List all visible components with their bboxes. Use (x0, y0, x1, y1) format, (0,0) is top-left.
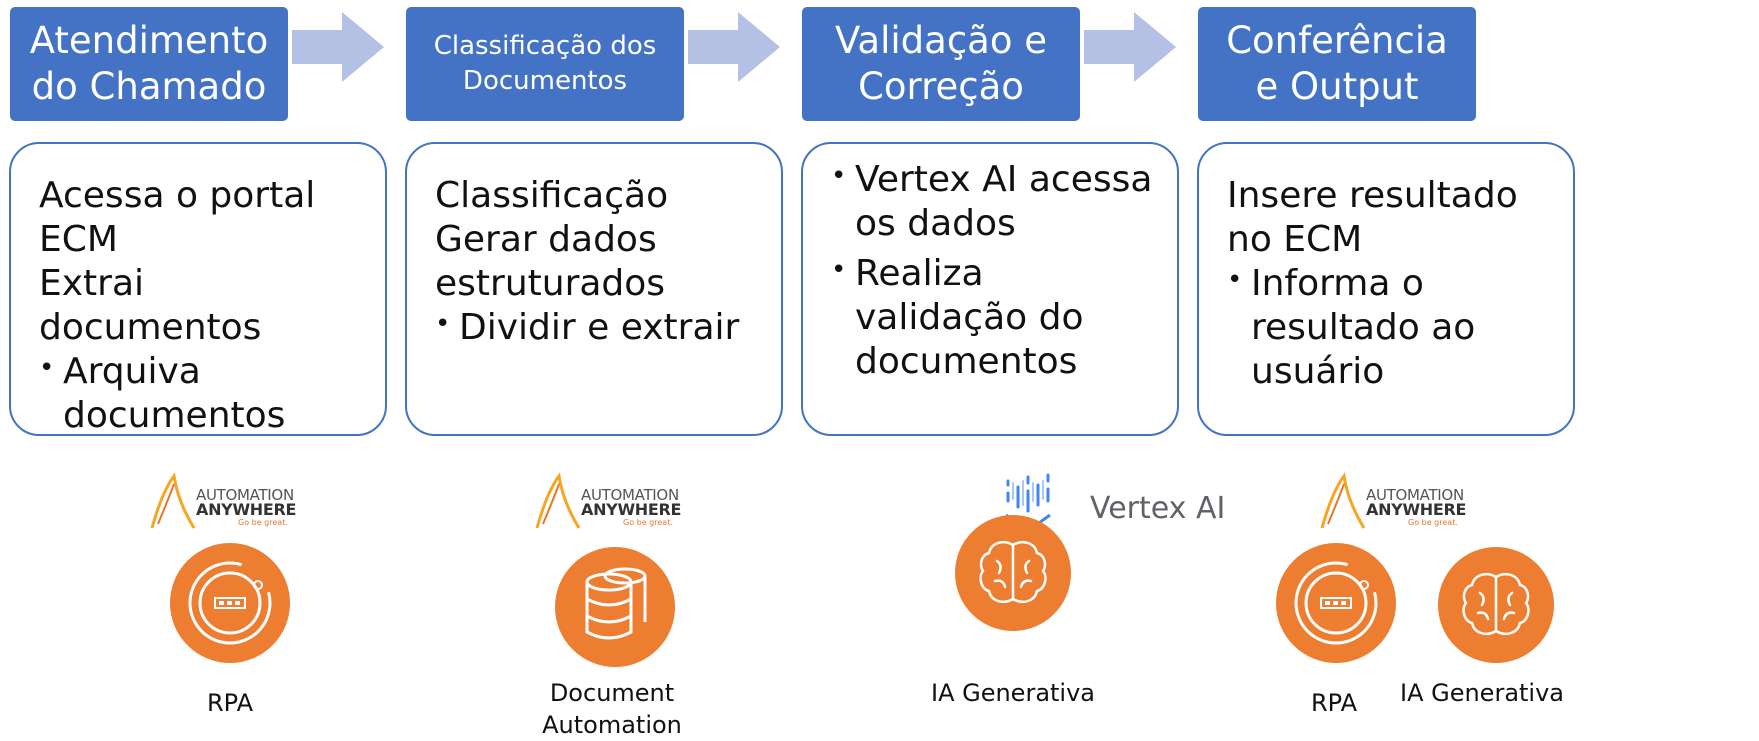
vertex-ai-name: Vertex AI (1090, 491, 1226, 526)
stage-2-header: Classificação dos Documentos (406, 7, 684, 121)
brain-icon (955, 515, 1071, 631)
stage-2-content: Classificação Gerar dados estruturados D… (405, 142, 783, 436)
stage-3-header: Validação e Correção (802, 7, 1080, 121)
database-icon (555, 547, 675, 667)
logo-text: ANYWHERE (196, 500, 297, 519)
logo-tagline: Go be great. (623, 518, 673, 527)
logo-text: ANYWHERE (1366, 500, 1467, 519)
tool-caption-ia-generativa: IA Generativa (930, 679, 1096, 707)
stage-4-content: Insere resultado no ECM Informa o result… (1197, 142, 1575, 436)
content-line: Insere resultado (1227, 175, 1518, 216)
content-bullet: Realiza validação do documentos (831, 248, 1159, 384)
logo-tagline: Go be great. (1408, 518, 1458, 527)
automation-anywhere-logo: AUTOMATION ANYWHERE Go be great. (1318, 472, 1478, 532)
tool-caption-rpa: RPA (206, 689, 254, 717)
content-line: Extrai (39, 263, 145, 304)
arrow-right-icon (688, 12, 780, 82)
stage-4-header: Conferência e Output (1198, 7, 1476, 121)
content-line: no ECM (1227, 219, 1363, 260)
rpa-icon (1276, 543, 1396, 663)
logo-tagline: Go be great. (238, 518, 288, 527)
content-line: ECM (39, 219, 118, 260)
rpa-icon (170, 543, 290, 663)
tool-caption-rpa: RPA (1310, 689, 1358, 717)
content-line: Gerar dados (435, 219, 657, 260)
logo-text: AUTOMATION (1366, 486, 1464, 504)
brain-icon (1438, 547, 1554, 663)
automation-anywhere-logo: AUTOMATION ANYWHERE Go be great. (533, 472, 693, 532)
tool-caption-ia-generativa: IA Generativa (1399, 679, 1565, 707)
arrow-right-icon (1084, 12, 1176, 82)
stage-3-content: Vertex AI acessa os dados Realiza valida… (801, 142, 1179, 436)
content-bullet: Vertex AI acessa os dados (831, 154, 1159, 246)
logo-text: ANYWHERE (581, 500, 682, 519)
content-line: Classificação (435, 175, 669, 216)
content-line: documentos (39, 307, 262, 348)
content-bullet: Informa o resultado ao usuário (1227, 258, 1555, 394)
automation-anywhere-logo: AUTOMATION ANYWHERE Go be great. (148, 472, 308, 532)
stage-1-header: Atendimento do Chamado (10, 7, 288, 121)
logo-text: AUTOMATION (196, 486, 294, 504)
tool-caption-document-automation: Document Automation (542, 679, 682, 739)
logo-text: AUTOMATION (581, 486, 679, 504)
arrow-right-icon (292, 12, 384, 82)
content-line: Acessa o portal (39, 175, 316, 216)
stage-1-content: Acessa o portal ECM Extrai documentos Ar… (9, 142, 387, 436)
content-bullet: Dividir e extrair (435, 302, 763, 350)
content-bullet: Arquiva documentos (39, 346, 367, 438)
content-line: estruturados (435, 263, 666, 304)
